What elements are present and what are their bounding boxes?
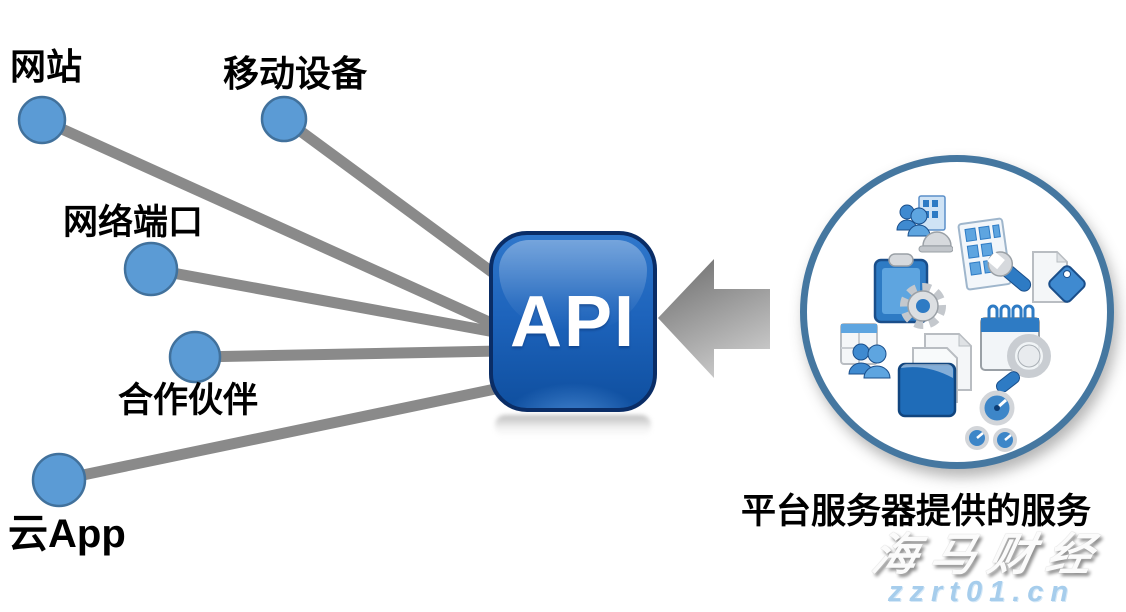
people-window-icon: [840, 323, 891, 379]
left-arrow-icon: [658, 259, 770, 378]
node-partners-dot: [168, 330, 222, 384]
clipboard-gear-icon: [873, 253, 946, 329]
calendar-search-icon: [980, 304, 1051, 392]
connector-lines: [39, 114, 504, 486]
platform-services-circle: [800, 155, 1114, 469]
node-network-port-dot: [123, 241, 179, 297]
connector-network-port: [150, 263, 501, 339]
api-box: API: [489, 231, 657, 412]
label-cloud-app: 云App: [8, 512, 126, 556]
watermark-brand: 海马财经: [867, 529, 1111, 580]
label-mobile-device: 移动设备: [223, 53, 368, 94]
api-box-reflection: [495, 415, 651, 437]
node-website-dot: [17, 95, 67, 145]
connector-mobile-device: [280, 114, 504, 283]
gauges-icon: [965, 390, 1017, 452]
label-network-port: 网络端口: [63, 203, 204, 242]
document-tag-icon: [1032, 250, 1086, 303]
label-website: 网站: [10, 46, 83, 87]
watermark-site-url: zzrt01.cn: [888, 576, 1076, 608]
node-cloud-app-dot: [31, 452, 87, 508]
building-tools-icon: [957, 217, 1032, 292]
platform-caption: 平台服务器提供的服务: [741, 492, 1092, 531]
folder-documents-icon: [897, 332, 973, 418]
label-partners: 合作伙伴: [118, 381, 259, 420]
client-nodes: [17, 95, 308, 508]
node-mobile-device-dot: [260, 95, 308, 143]
users-service-icon: [896, 195, 953, 253]
api-label: API: [509, 281, 637, 362]
connector-partners: [194, 345, 501, 363]
